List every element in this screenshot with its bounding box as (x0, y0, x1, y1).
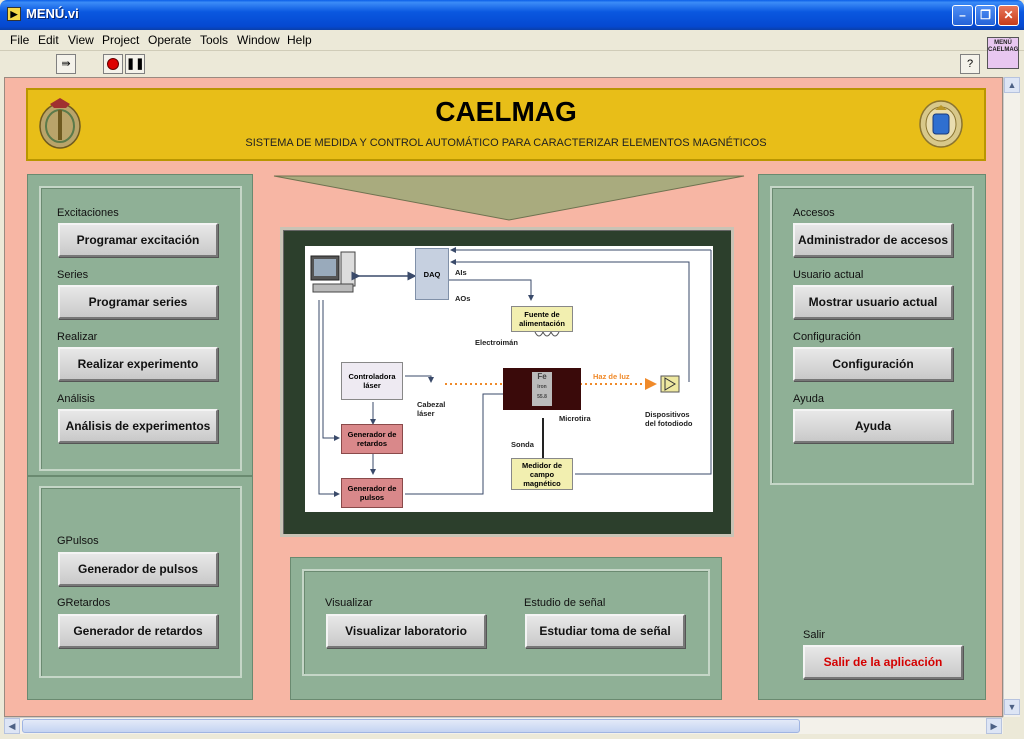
horizontal-scroll-thumb[interactable] (22, 719, 800, 733)
right-inner (770, 186, 974, 485)
administrador-accesos-button[interactable]: Administrador de accesos (793, 223, 953, 257)
app-icon: ▶ (7, 7, 21, 21)
gen-pulsos-box: Generador de pulsos (341, 478, 403, 508)
run-arrow-icon[interactable]: ⇛ (56, 54, 76, 74)
generador-retardos-button[interactable]: Generador de retardos (58, 614, 218, 648)
lab-diagram: DAQ AIs AOs Fuente de alimentación Elect… (305, 246, 713, 512)
menu-bar: File Edit View Project Operate Tools Win… (0, 30, 1024, 51)
sonda-label: Sonda (511, 440, 534, 449)
menu-project[interactable]: Project (102, 33, 140, 47)
label-series: Series (57, 269, 89, 281)
label-gretardos: GRetardos (57, 597, 111, 609)
restore-button[interactable]: ❐ (975, 5, 996, 26)
electroiman-label: Electroimán (475, 338, 518, 347)
microtira-label: Microtira (559, 414, 591, 423)
menu-operate[interactable]: Operate (148, 33, 192, 47)
scroll-right-icon[interactable]: ▶ (986, 718, 1002, 734)
left-seal-icon (39, 98, 81, 149)
scroll-up-icon[interactable]: ▲ (1004, 77, 1020, 93)
estudiar-toma-senal-button[interactable]: Estudiar toma de señal (525, 614, 685, 648)
label-estudio-senal: Estudio de señal (524, 597, 606, 609)
window-title: MENÚ.vi (26, 6, 79, 21)
generador-pulsos-button[interactable]: Generador de pulsos (58, 552, 218, 586)
microtira-box: Fe iron 55.8 (503, 368, 581, 410)
ais-label: AIs (455, 268, 467, 277)
menu-file[interactable]: File (10, 33, 30, 47)
close-button[interactable]: ✕ (998, 5, 1019, 26)
vertical-scrollbar[interactable]: ▲ ▼ (1003, 77, 1020, 717)
configuracion-button[interactable]: Configuración (793, 347, 953, 381)
label-salir: Salir (803, 629, 826, 641)
banner-subtitle: SISTEMA DE MEDIDA Y CONTROL AUTOMÁTICO P… (245, 137, 767, 149)
vi-icon[interactable]: MENÚ CAELMAG (987, 37, 1019, 69)
controladora-box: Controladora láser (341, 362, 403, 400)
realizar-experimento-button[interactable]: Realizar experimento (58, 347, 218, 381)
banner: CAELMAG SISTEMA DE MEDIDA Y CONTROL AUTO… (26, 88, 986, 161)
label-analisis: Análisis (57, 393, 95, 405)
computer-icon (310, 251, 356, 293)
triangle-decoration (273, 175, 745, 221)
haz-label: Haz de luz (593, 372, 630, 381)
label-usuario-actual: Usuario actual (793, 269, 864, 281)
label-configuracion: Configuración (793, 331, 861, 343)
daq-box: DAQ (415, 248, 449, 300)
label-visualizar: Visualizar (325, 597, 373, 609)
programar-series-button[interactable]: Programar series (58, 285, 218, 319)
aos-label: AOs (455, 294, 471, 303)
label-excitaciones: Excitaciones (57, 207, 119, 219)
label-accesos: Accesos (793, 207, 835, 219)
help-icon[interactable]: ? (960, 54, 980, 74)
scroll-down-icon[interactable]: ▼ (1004, 699, 1020, 715)
programar-excitacion-button[interactable]: Programar excitación (58, 223, 218, 257)
cabezal-label: Cabezal láser (417, 400, 446, 418)
right-seal-icon (919, 100, 963, 148)
dispositivos-label: Dispositivos del fotodiodo (645, 410, 693, 428)
medidor-box: Medidor de campo magnético (511, 458, 573, 490)
minimize-button[interactable]: – (952, 5, 973, 26)
salir-aplicacion-button[interactable]: Salir de la aplicación (803, 645, 963, 679)
left-lower-panel: GPulsos Generador de pulsos GRetardos Ge… (27, 476, 253, 700)
analisis-experimentos-button[interactable]: Análisis de experimentos (58, 409, 218, 443)
toolbar: ⇛ ❚❚ ? (0, 51, 1024, 76)
menu-help[interactable]: Help (287, 33, 312, 47)
bottom-panel: Visualizar Visualizar laboratorio Estudi… (290, 557, 722, 700)
left-upper-inner (39, 186, 242, 471)
bottom-inner (302, 569, 710, 676)
pause-button[interactable]: ❚❚ (125, 54, 145, 74)
ayuda-button[interactable]: Ayuda (793, 409, 953, 443)
fuente-box: Fuente de alimentación (511, 306, 573, 332)
fe-number: 55.8 (537, 394, 547, 400)
gen-retardos-box: Generador de retardos (341, 424, 403, 454)
fe-symbol: Fe (537, 372, 547, 381)
label-gpulsos: GPulsos (57, 535, 99, 547)
horizontal-scrollbar[interactable]: ◀ ▶ (4, 717, 1003, 734)
visualizar-laboratorio-button[interactable]: Visualizar laboratorio (326, 614, 486, 648)
menu-tools[interactable]: Tools (200, 33, 229, 47)
fe-name: iron (537, 384, 547, 390)
fe-element: Fe iron 55.8 (532, 372, 552, 406)
banner-title: CAELMAG (435, 96, 577, 127)
left-upper-panel: Excitaciones Programar excitación Series… (27, 174, 253, 476)
menu-edit[interactable]: Edit (38, 33, 59, 47)
diagram-frame: DAQ AIs AOs Fuente de alimentación Elect… (280, 227, 734, 537)
scroll-left-icon[interactable]: ◀ (4, 718, 20, 734)
title-bar[interactable]: ▶ MENÚ.vi – ❐ ✕ (0, 0, 1024, 30)
right-panel: Accesos Administrador de accesos Usuario… (758, 174, 986, 700)
left-lower-inner (39, 486, 242, 678)
vi-icon-line1: MENÚ (994, 40, 1012, 46)
vi-icon-line2: CAELMAG (988, 47, 1019, 53)
label-realizar: Realizar (57, 331, 98, 343)
abort-button[interactable] (103, 54, 123, 74)
menu-view[interactable]: View (68, 33, 94, 47)
menu-window[interactable]: Window (237, 33, 280, 47)
mostrar-usuario-button[interactable]: Mostrar usuario actual (793, 285, 953, 319)
label-ayuda: Ayuda (793, 393, 824, 405)
stop-icon (107, 58, 119, 70)
